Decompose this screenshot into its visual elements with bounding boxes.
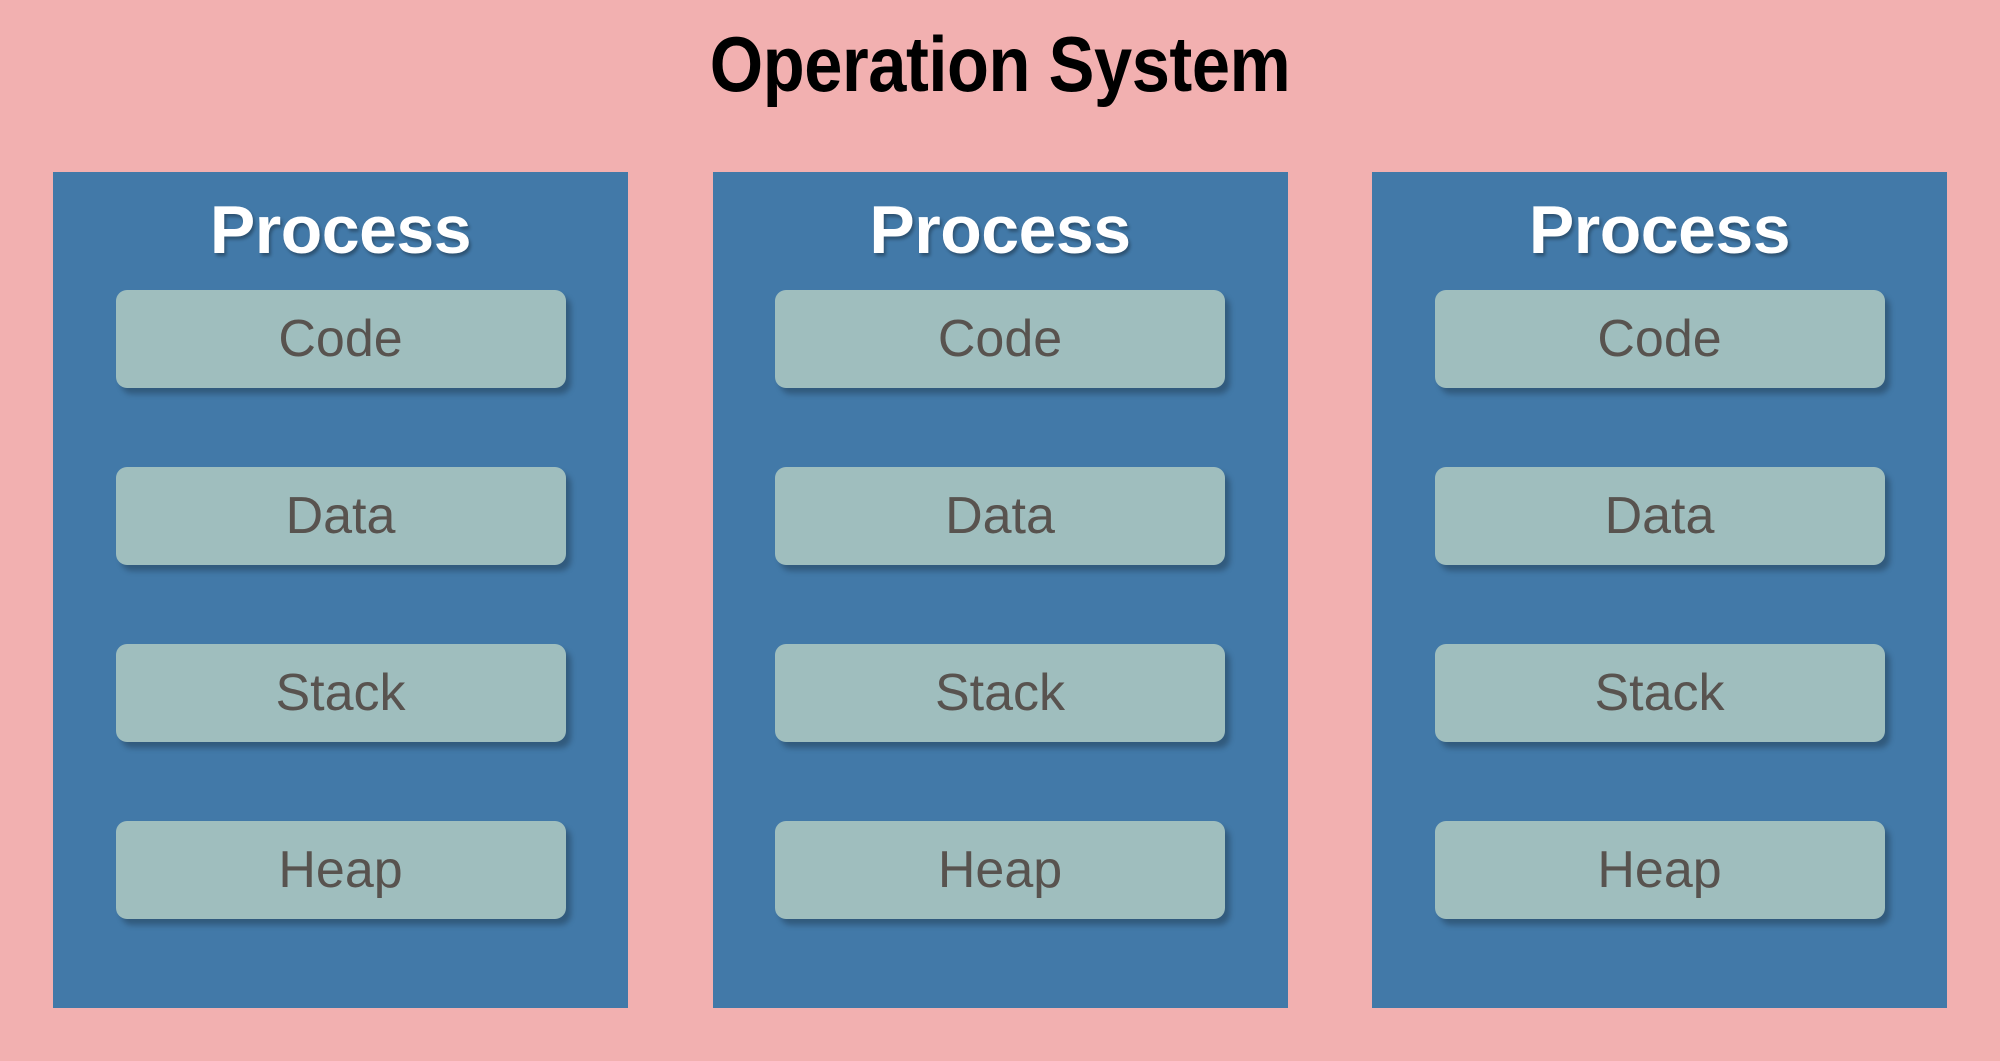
memory-segment-list: Code Data Stack Heap <box>713 290 1288 1008</box>
memory-segment-heap[interactable]: Heap <box>115 821 566 920</box>
memory-segment-stack[interactable]: Stack <box>775 644 1225 743</box>
memory-segment-label: Code <box>937 310 1063 369</box>
memory-segment-label: Heap <box>278 841 403 900</box>
page-title: Operation System <box>709 20 1291 108</box>
memory-segment-heap[interactable]: Heap <box>775 821 1225 920</box>
process-list: Process Code Data Stack Heap Process <box>53 172 1947 1008</box>
process-panel-3[interactable]: Process Code Data Stack Heap <box>1372 172 1947 1008</box>
memory-segment-label: Stack <box>1594 664 1725 723</box>
memory-segment-stack[interactable]: Stack <box>115 644 566 743</box>
memory-segment-label: Stack <box>934 664 1066 723</box>
memory-segment-stack[interactable]: Stack <box>1434 644 1885 743</box>
memory-segment-heap[interactable]: Heap <box>1434 821 1885 920</box>
process-title: Process <box>209 192 472 268</box>
memory-segment-code[interactable]: Code <box>1434 290 1885 389</box>
memory-segment-label: Data <box>285 487 396 546</box>
memory-segment-label: Code <box>1597 310 1722 369</box>
memory-segment-label: Heap <box>1597 841 1722 900</box>
memory-segment-label: Code <box>278 310 403 369</box>
memory-segment-data[interactable]: Data <box>115 467 566 566</box>
process-title: Process <box>1528 192 1791 268</box>
memory-segment-code[interactable]: Code <box>115 290 566 389</box>
memory-segment-data[interactable]: Data <box>1434 467 1885 566</box>
memory-segment-label: Stack <box>275 664 406 723</box>
process-panel-2[interactable]: Process Code Data Stack Heap <box>712 172 1288 1008</box>
memory-segment-list: Code Data Stack Heap <box>53 290 628 1008</box>
memory-segment-label: Data <box>1604 487 1715 546</box>
memory-segment-code[interactable]: Code <box>775 290 1225 389</box>
memory-segment-label: Heap <box>937 841 1063 900</box>
process-panel-1[interactable]: Process Code Data Stack Heap <box>53 172 628 1008</box>
process-title: Process <box>869 192 1131 268</box>
memory-segment-data[interactable]: Data <box>775 467 1225 566</box>
memory-segment-label: Data <box>945 487 1055 546</box>
memory-segment-list: Code Data Stack Heap <box>1372 290 1947 1008</box>
